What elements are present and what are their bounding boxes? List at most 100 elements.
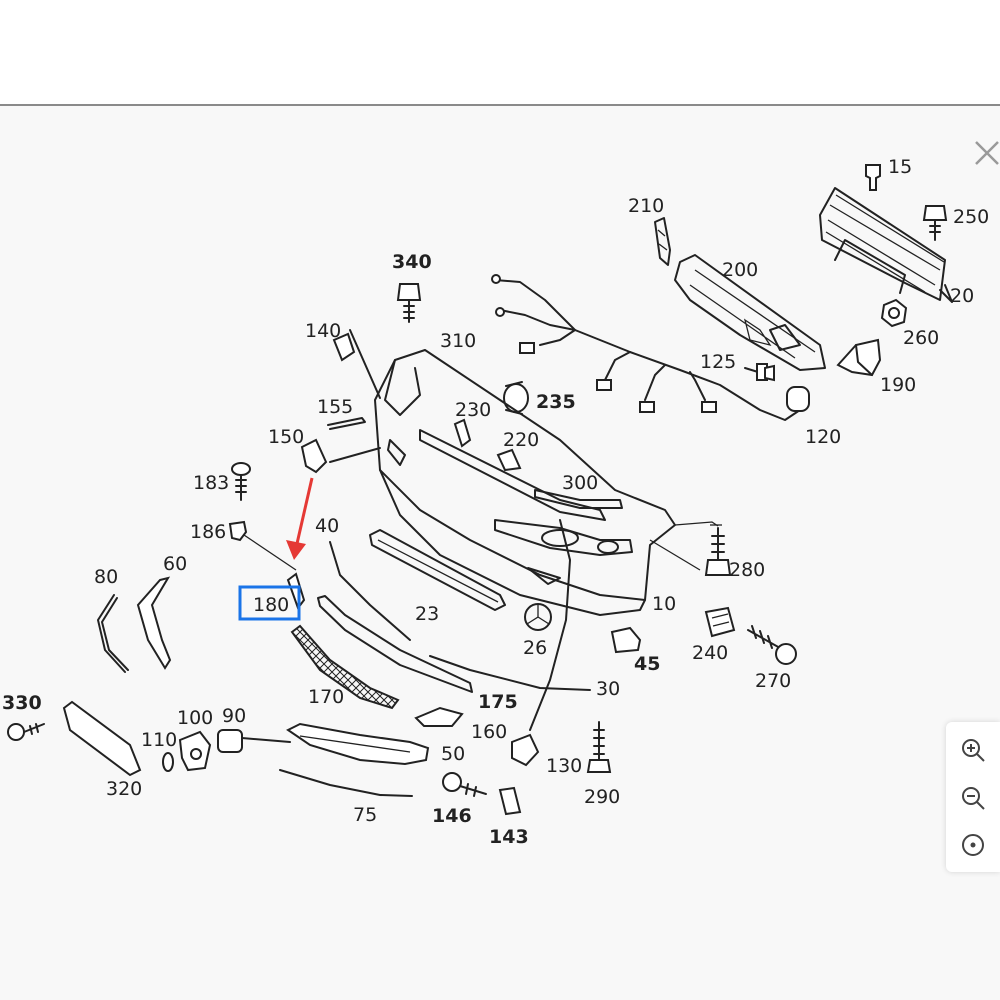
label-100: 100 (177, 707, 213, 729)
zoom-in-icon (962, 739, 985, 762)
label-45: 45 (634, 653, 660, 675)
trim-part-40 (329, 541, 411, 641)
label-40: 40 (315, 515, 339, 537)
label-260: 260 (903, 327, 939, 349)
label-235: 235 (536, 391, 576, 413)
bracket-part-230 (453, 418, 472, 448)
label-90: 90 (222, 705, 246, 727)
emblem-part-26 (524, 603, 552, 631)
diagram-viewer[interactable] (0, 106, 1000, 1000)
nut-part-260 (880, 298, 908, 328)
bumper-cover-part-10 (374, 349, 676, 616)
strip-part-60 (136, 576, 172, 670)
bracket-part-45 (610, 626, 642, 654)
grille-strip-part-23 (369, 529, 506, 611)
label-20: 20 (950, 285, 974, 307)
label-220: 220 (503, 429, 539, 451)
reset-zoom-icon (962, 834, 984, 856)
zoom-out-icon (962, 787, 985, 810)
label-340: 340 (392, 251, 432, 273)
close-icon (975, 141, 999, 165)
label-175: 175 (478, 691, 518, 713)
bracket-part-140 (332, 329, 381, 399)
strip-part-300 (534, 489, 623, 509)
screw-part-330 (7, 723, 45, 741)
holder-part-90 (217, 729, 291, 753)
trim-part-175 (317, 595, 473, 693)
sensor-part-100 (178, 730, 212, 772)
reset-zoom-button[interactable] (946, 821, 1000, 867)
label-330: 330 (2, 692, 42, 714)
wiring-harness-part-120 (491, 274, 810, 421)
label-186: 186 (190, 521, 226, 543)
label-190: 190 (880, 374, 916, 396)
bolt-part-280 (704, 524, 732, 576)
bolt-part-290 (586, 721, 612, 773)
zoom-out-button[interactable] (946, 774, 1000, 820)
bracket-part-190 (836, 338, 882, 377)
clip-part-15 (865, 164, 881, 191)
label-110: 110 (141, 729, 177, 751)
label-10: 10 (652, 593, 676, 615)
mesh-grille-part-170 (290, 624, 400, 710)
label-320: 320 (106, 778, 142, 800)
label-160: 160 (471, 721, 507, 743)
label-75: 75 (353, 804, 377, 826)
label-270: 270 (755, 670, 791, 692)
red-pointer-arrow (286, 477, 314, 560)
grille-part (819, 187, 953, 303)
strip-part-80 (97, 594, 129, 673)
label-170: 170 (308, 686, 344, 708)
label-120: 120 (805, 426, 841, 448)
strip-part-75 (279, 769, 413, 797)
label-140: 140 (305, 320, 341, 342)
bolt-part-146 (442, 772, 487, 797)
bracket-part-220 (496, 448, 522, 472)
zoom-in-button[interactable] (946, 726, 1000, 772)
top-blank-area (0, 0, 1000, 104)
clip-part-240 (704, 606, 736, 638)
bracket-part-210 (654, 217, 671, 266)
zoom-controls (946, 722, 1000, 872)
strip-part-155 (327, 417, 366, 430)
screw-part-183 (231, 462, 251, 501)
plate-part-320 (62, 700, 142, 777)
bracket-part-150 (300, 438, 381, 474)
bolt-part-340 (396, 283, 422, 323)
label-150: 150 (268, 426, 304, 448)
label-240: 240 (692, 642, 728, 664)
label-230: 230 (455, 399, 491, 421)
label-80: 80 (94, 566, 118, 588)
top-divider (0, 104, 1000, 106)
label-26: 26 (523, 637, 547, 659)
label-290: 290 (584, 786, 620, 808)
label-30: 30 (596, 678, 620, 700)
highlight-box-180 (238, 585, 301, 621)
strip-part-30 (429, 655, 591, 691)
label-210: 210 (628, 195, 664, 217)
screw-part-125 (744, 363, 775, 382)
bolt-part-270 (747, 625, 797, 665)
cap-part-130 (511, 519, 571, 767)
label-143: 143 (489, 826, 529, 848)
label-125: 125 (700, 351, 736, 373)
bushing-part-235 (503, 381, 529, 415)
label-15: 15 (888, 156, 912, 178)
trim-part-50 (286, 722, 430, 766)
label-310: 310 (440, 330, 476, 352)
label-183: 183 (193, 472, 229, 494)
ring-part-110 (162, 752, 174, 772)
bracket-part-200 (674, 254, 826, 371)
clip-part-143 (498, 786, 522, 816)
label-146: 146 (432, 805, 472, 827)
label-60: 60 (163, 553, 187, 575)
label-155: 155 (317, 396, 353, 418)
bracket-part-180 (286, 572, 306, 611)
label-23: 23 (415, 603, 439, 625)
label-180: 180 (253, 594, 289, 616)
label-50: 50 (441, 743, 465, 765)
label-130: 130 (546, 755, 582, 777)
bolt-part-250 (922, 205, 948, 241)
close-button[interactable] (968, 136, 1000, 170)
